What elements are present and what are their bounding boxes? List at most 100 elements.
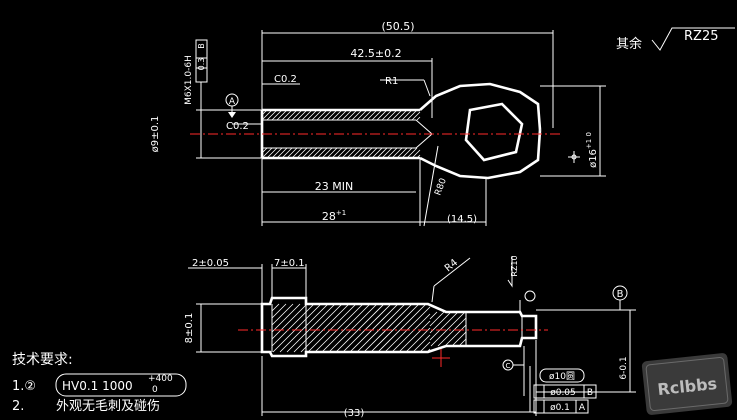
hatch-line xyxy=(261,147,268,154)
top-dimension-lines xyxy=(196,30,606,227)
hatch-line xyxy=(416,154,421,159)
surface-finish-callout: 其余 RZ25 xyxy=(616,27,735,52)
hatch-line xyxy=(386,147,398,159)
hatch-line xyxy=(272,303,322,353)
hatch-line xyxy=(286,303,336,353)
hatch-line xyxy=(437,317,467,347)
bottom-dimension-lines xyxy=(188,256,636,416)
bottom-hatch xyxy=(271,303,467,353)
hatch-line xyxy=(346,147,358,159)
hatch-line xyxy=(361,109,373,121)
feature-control-frame: ø10圆 ø0.05 B ø0.1 A xyxy=(533,368,597,414)
hatch-line xyxy=(306,109,318,121)
hatch-line xyxy=(271,303,308,340)
hatch-line xyxy=(331,147,343,159)
thread-spec-callout: M6X1.0-6H 0.3 B xyxy=(184,39,208,110)
hatch-line xyxy=(398,320,431,353)
hatch-line xyxy=(351,147,363,159)
hatch-line xyxy=(366,147,378,159)
note-1-text: HV0.1 1000 xyxy=(62,379,133,393)
hatch-line xyxy=(371,147,383,159)
hatch-line xyxy=(412,334,431,353)
fcf-row2-value: ø0.1 xyxy=(550,403,570,413)
hatch-line xyxy=(391,147,403,159)
hatch-line xyxy=(341,147,353,159)
dim-overall-length: (50.5) xyxy=(381,20,414,33)
hatch-line xyxy=(271,303,287,319)
hatch-line xyxy=(271,303,280,312)
note-1-sub: 0 xyxy=(152,385,158,395)
hatch-line xyxy=(458,338,467,347)
hatch-line xyxy=(381,109,393,121)
hatch-line xyxy=(356,303,406,353)
hatch-line xyxy=(316,147,328,159)
crosshair-cursor xyxy=(432,349,450,367)
hatch-line xyxy=(429,311,452,334)
hatch-line xyxy=(296,147,308,159)
dim-length-bottom: (33) xyxy=(344,408,365,419)
hatch-line xyxy=(276,147,288,159)
hatch-line xyxy=(300,303,350,353)
hatch-line xyxy=(328,303,378,353)
hatch-line xyxy=(261,147,273,159)
hatch-line xyxy=(301,147,313,159)
hatch-line xyxy=(429,311,459,341)
hatch-line xyxy=(291,109,303,121)
dim-radius-r4: R4 xyxy=(443,257,460,274)
hatch-line xyxy=(361,147,373,159)
hatch-line xyxy=(291,147,303,159)
hatch-line xyxy=(271,109,283,121)
hatch-line xyxy=(271,303,315,347)
hatch-line xyxy=(451,331,467,347)
thread-tol-value: 0.3 xyxy=(197,58,206,71)
hatch-line xyxy=(429,311,445,327)
hatch-line xyxy=(261,109,268,116)
dim-radius-r80: R80 xyxy=(433,177,449,197)
hatch-line xyxy=(356,147,368,159)
note-1-num: 1.② xyxy=(12,379,36,394)
hatch-line xyxy=(266,109,278,121)
hatch-line xyxy=(271,147,283,159)
hatch-line xyxy=(391,313,431,353)
hatch-line xyxy=(405,327,431,353)
hatch-line xyxy=(396,147,408,159)
hatch-line xyxy=(307,303,357,353)
hatch-line xyxy=(381,147,393,159)
hatch-line xyxy=(377,303,427,353)
hatch-line xyxy=(363,303,413,353)
dim-shank-diameter: ø9±0.1 xyxy=(150,116,161,153)
hatch-line xyxy=(411,149,421,159)
hatch-line xyxy=(391,109,403,121)
hatch-line xyxy=(366,109,378,121)
hatch-line xyxy=(326,147,338,159)
bottom-body-outline xyxy=(260,296,538,358)
fcf-row1-value: ø0.05 xyxy=(550,388,576,398)
hatch-line xyxy=(286,147,298,159)
hatch-line xyxy=(281,109,293,121)
hatch-line xyxy=(371,109,383,121)
hatch-line xyxy=(376,109,388,121)
hatch-line xyxy=(406,109,418,121)
hatch-line xyxy=(416,116,421,121)
datum-a-label: A xyxy=(229,97,236,107)
hatch-line xyxy=(351,109,363,121)
hatch-line xyxy=(321,303,371,353)
hatch-line xyxy=(281,147,293,159)
dim-hole-depth: 28+1 xyxy=(322,209,346,223)
hatch-line xyxy=(401,109,413,121)
hatch-line xyxy=(286,109,298,121)
bottom-view: ø10圆 ø0.05 B ø0.1 A 2±0.05 7±0.1 R4 RZ10… xyxy=(184,255,636,419)
hatch-line xyxy=(279,303,329,353)
top-view: (50.5) 42.5±0.2 C0.2 C0.2 R1 A 23 MIN 28… xyxy=(150,20,606,227)
hatch-line xyxy=(314,303,364,353)
note-1-sup: +400 xyxy=(148,374,173,384)
hatch-line xyxy=(321,147,333,159)
hatch-line xyxy=(396,109,408,121)
fcf-row2-datum: A xyxy=(579,403,586,413)
hatch-line xyxy=(336,147,348,159)
dim-eye-offset: (14.5) xyxy=(447,214,477,225)
dim-chamfer-width: 2±0.05 xyxy=(192,258,229,269)
hatch-line xyxy=(346,109,358,121)
